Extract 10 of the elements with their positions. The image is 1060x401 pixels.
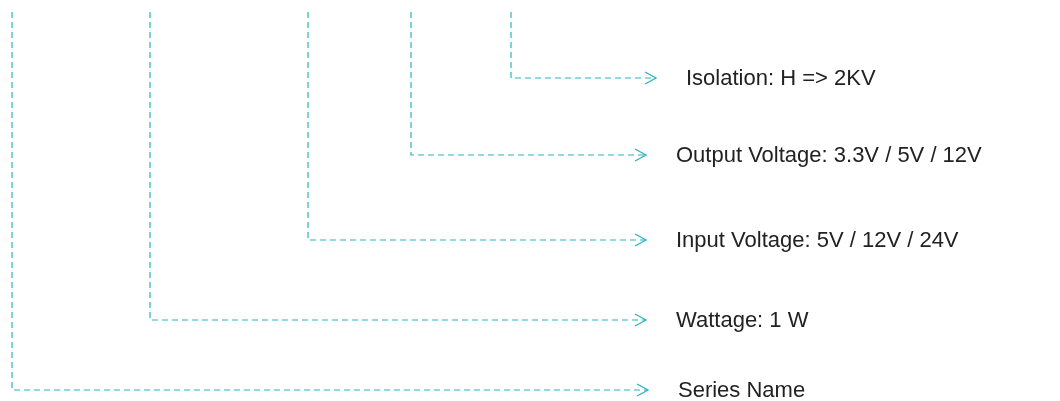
dashed-arrow [510,11,657,85]
dashed-arrow [410,11,647,162]
dashed-arrow [149,11,647,327]
field-label: Isolation: H => 2KV [686,65,876,91]
field-label: Series Name [678,377,806,401]
field-label: Output Voltage: 3.3V / 5V / 12V [676,142,982,168]
dashed-arrow [11,11,649,397]
dashed-arrow [307,11,647,247]
field-label: Input Voltage: 5V / 12V / 24V [676,227,959,253]
field-label: Wattage: 1 W [676,307,809,333]
